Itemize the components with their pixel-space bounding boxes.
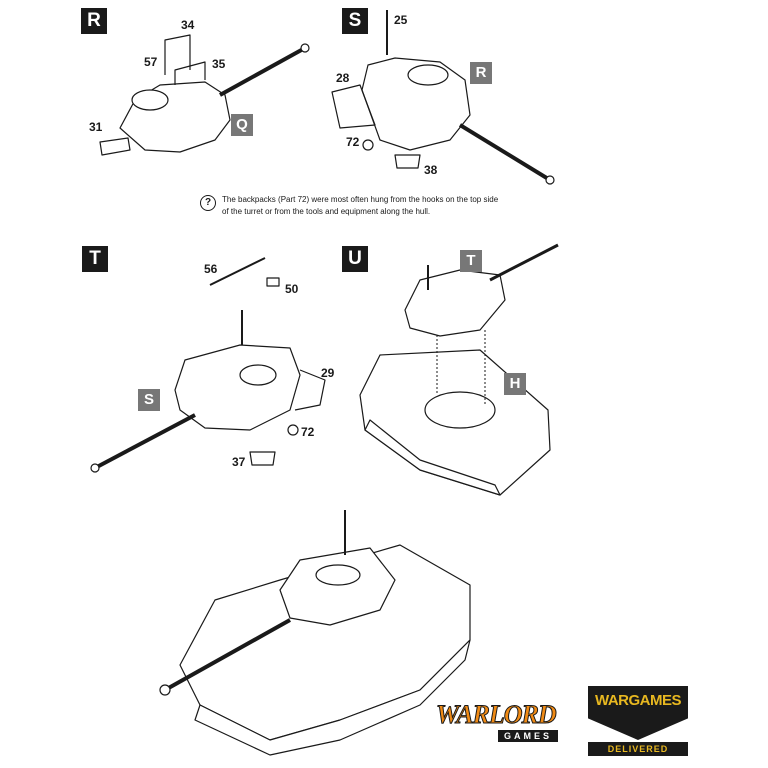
reference-label-t: T <box>460 250 482 272</box>
part-number-28: 28 <box>336 71 350 85</box>
reference-label-r: R <box>470 62 492 84</box>
reference-label-s: S <box>138 389 160 411</box>
note-text: The backpacks (Part 72) were most often … <box>222 195 499 216</box>
warlord-logo-text: WARLORD <box>436 700 558 730</box>
step-label-t: T <box>82 246 108 272</box>
part-number-50: 50 <box>285 282 299 296</box>
reference-label-q: Q <box>231 114 253 136</box>
part-number-38: 38 <box>424 163 438 177</box>
part-number-72: 72 <box>346 135 360 149</box>
part-number-56: 56 <box>204 262 218 276</box>
turret-drawing-r <box>99 34 310 156</box>
turret-drawing-s <box>331 10 555 185</box>
warlord-games-logo: WARLORD GAMES <box>436 700 576 750</box>
part-number-25: 25 <box>394 13 408 27</box>
final-tank-drawing <box>159 510 471 756</box>
part-number-72-t: 72 <box>301 425 315 439</box>
wargames-logo-subtext: DELIVERED <box>588 742 688 756</box>
question-circle-icon: ? <box>200 195 216 211</box>
assembly-drawing-u <box>359 243 559 496</box>
part-number-37: 37 <box>232 455 246 469</box>
warlord-logo-subtext: GAMES <box>498 730 559 742</box>
step-label-r: R <box>81 8 107 34</box>
part-number-35: 35 <box>212 57 226 71</box>
part-number-31: 31 <box>89 120 103 134</box>
turret-drawing-t <box>90 257 326 473</box>
wargames-logo-text: WARGAMES <box>595 692 682 709</box>
step-label-u: U <box>342 246 368 272</box>
part-number-34: 34 <box>181 18 195 32</box>
wargames-delivered-logo: WARGAMES DELIVERED <box>588 686 688 756</box>
step-label-s: S <box>342 8 368 34</box>
part-number-57: 57 <box>144 55 158 69</box>
part-number-29: 29 <box>321 366 335 380</box>
reference-label-h: H <box>504 373 526 395</box>
